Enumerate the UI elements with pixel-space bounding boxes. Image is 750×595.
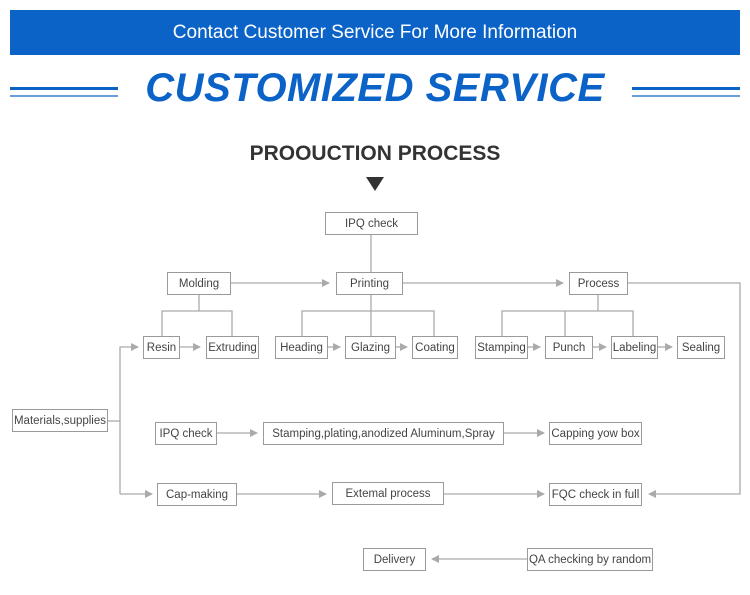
- node-heading: Heading: [275, 336, 328, 359]
- connector-molding-bracket: [161, 310, 233, 336]
- node-coating: Coating: [412, 336, 458, 359]
- banner-text: Contact Customer Service For More Inform…: [172, 21, 578, 43]
- node-stamping-plating: Stamping,plating,anodized Aluminum,Spray: [263, 422, 504, 445]
- node-extruding: Extruding: [206, 336, 259, 359]
- node-resin: Resin: [143, 336, 180, 359]
- node-fqc-check: FQC check in full: [549, 483, 642, 506]
- node-glazing: Glazing: [345, 336, 396, 359]
- node-cap-making: Cap-making: [157, 483, 237, 506]
- node-punch: Punch: [545, 336, 593, 359]
- node-delivery: Delivery: [363, 548, 426, 571]
- page-title: CUSTOMIZED SERVICE: [145, 66, 605, 110]
- node-materials-supplies: Materials,supplies: [12, 409, 108, 432]
- title-divider-left: [10, 87, 118, 97]
- node-labeling: Labeling: [611, 336, 658, 359]
- node-process: Process: [569, 272, 628, 295]
- node-printing: Printing: [336, 272, 403, 295]
- section-title: PROOUCTION PROCESS: [249, 142, 501, 165]
- node-ipq-check-mid: IPQ check: [155, 422, 217, 445]
- connector-printing-bracket: [301, 310, 435, 336]
- arrow-materials-resin: [119, 343, 139, 494]
- node-sealing: Sealing: [677, 336, 725, 359]
- node-molding: Molding: [167, 272, 231, 295]
- arrow-process-fqc: [628, 282, 741, 498]
- node-qa-checking: QA checking by random: [527, 548, 653, 571]
- connector-process-bracket: [501, 310, 634, 336]
- contact-banner[interactable]: Contact Customer Service For More Inform…: [10, 10, 740, 55]
- title-divider-right: [632, 87, 740, 97]
- node-stamping: Stamping: [475, 336, 528, 359]
- down-triangle-icon: [366, 177, 384, 191]
- node-external-process: Extemal process: [332, 482, 444, 505]
- node-ipq-check-top: IPQ check: [325, 212, 418, 235]
- node-capping-box: Capping yow box: [549, 422, 642, 445]
